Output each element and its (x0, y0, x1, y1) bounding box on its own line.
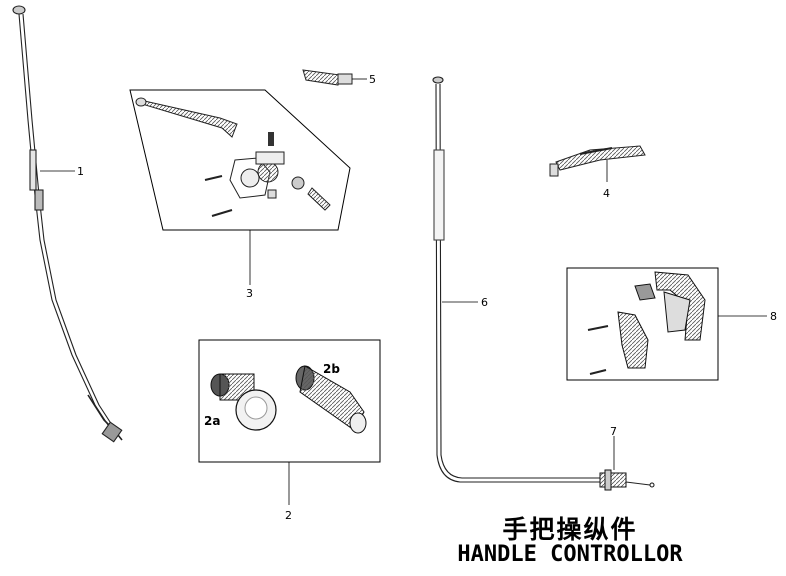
grip-2b (295, 365, 367, 434)
part-6-throttle-cable (432, 76, 600, 483)
callout-1: 1 (77, 165, 84, 178)
part-4-lever (549, 145, 646, 177)
callout-2a: 2a (204, 414, 220, 428)
part-2-grips (198, 339, 381, 463)
callout-6: 6 (481, 296, 488, 309)
part-1-cable (12, 5, 123, 443)
callout-2b: 2b (323, 362, 340, 376)
title-chinese: 手把操纵件 (502, 515, 638, 544)
callout-7: 7 (610, 425, 617, 438)
part-5-adjuster (302, 69, 353, 86)
grip-2a (210, 373, 277, 431)
callout-4: 4 (603, 187, 610, 200)
part-8-switch-housing (566, 267, 719, 381)
callout-5: 5 (369, 73, 376, 86)
title-english: HANDLE CONTROLLOR (457, 542, 683, 567)
callout-2: 2 (285, 509, 292, 522)
part-7-cable-adjuster (599, 469, 655, 491)
callout-8: 8 (770, 310, 777, 323)
part-3-lever-assembly (129, 89, 351, 231)
callout-3: 3 (246, 287, 253, 300)
